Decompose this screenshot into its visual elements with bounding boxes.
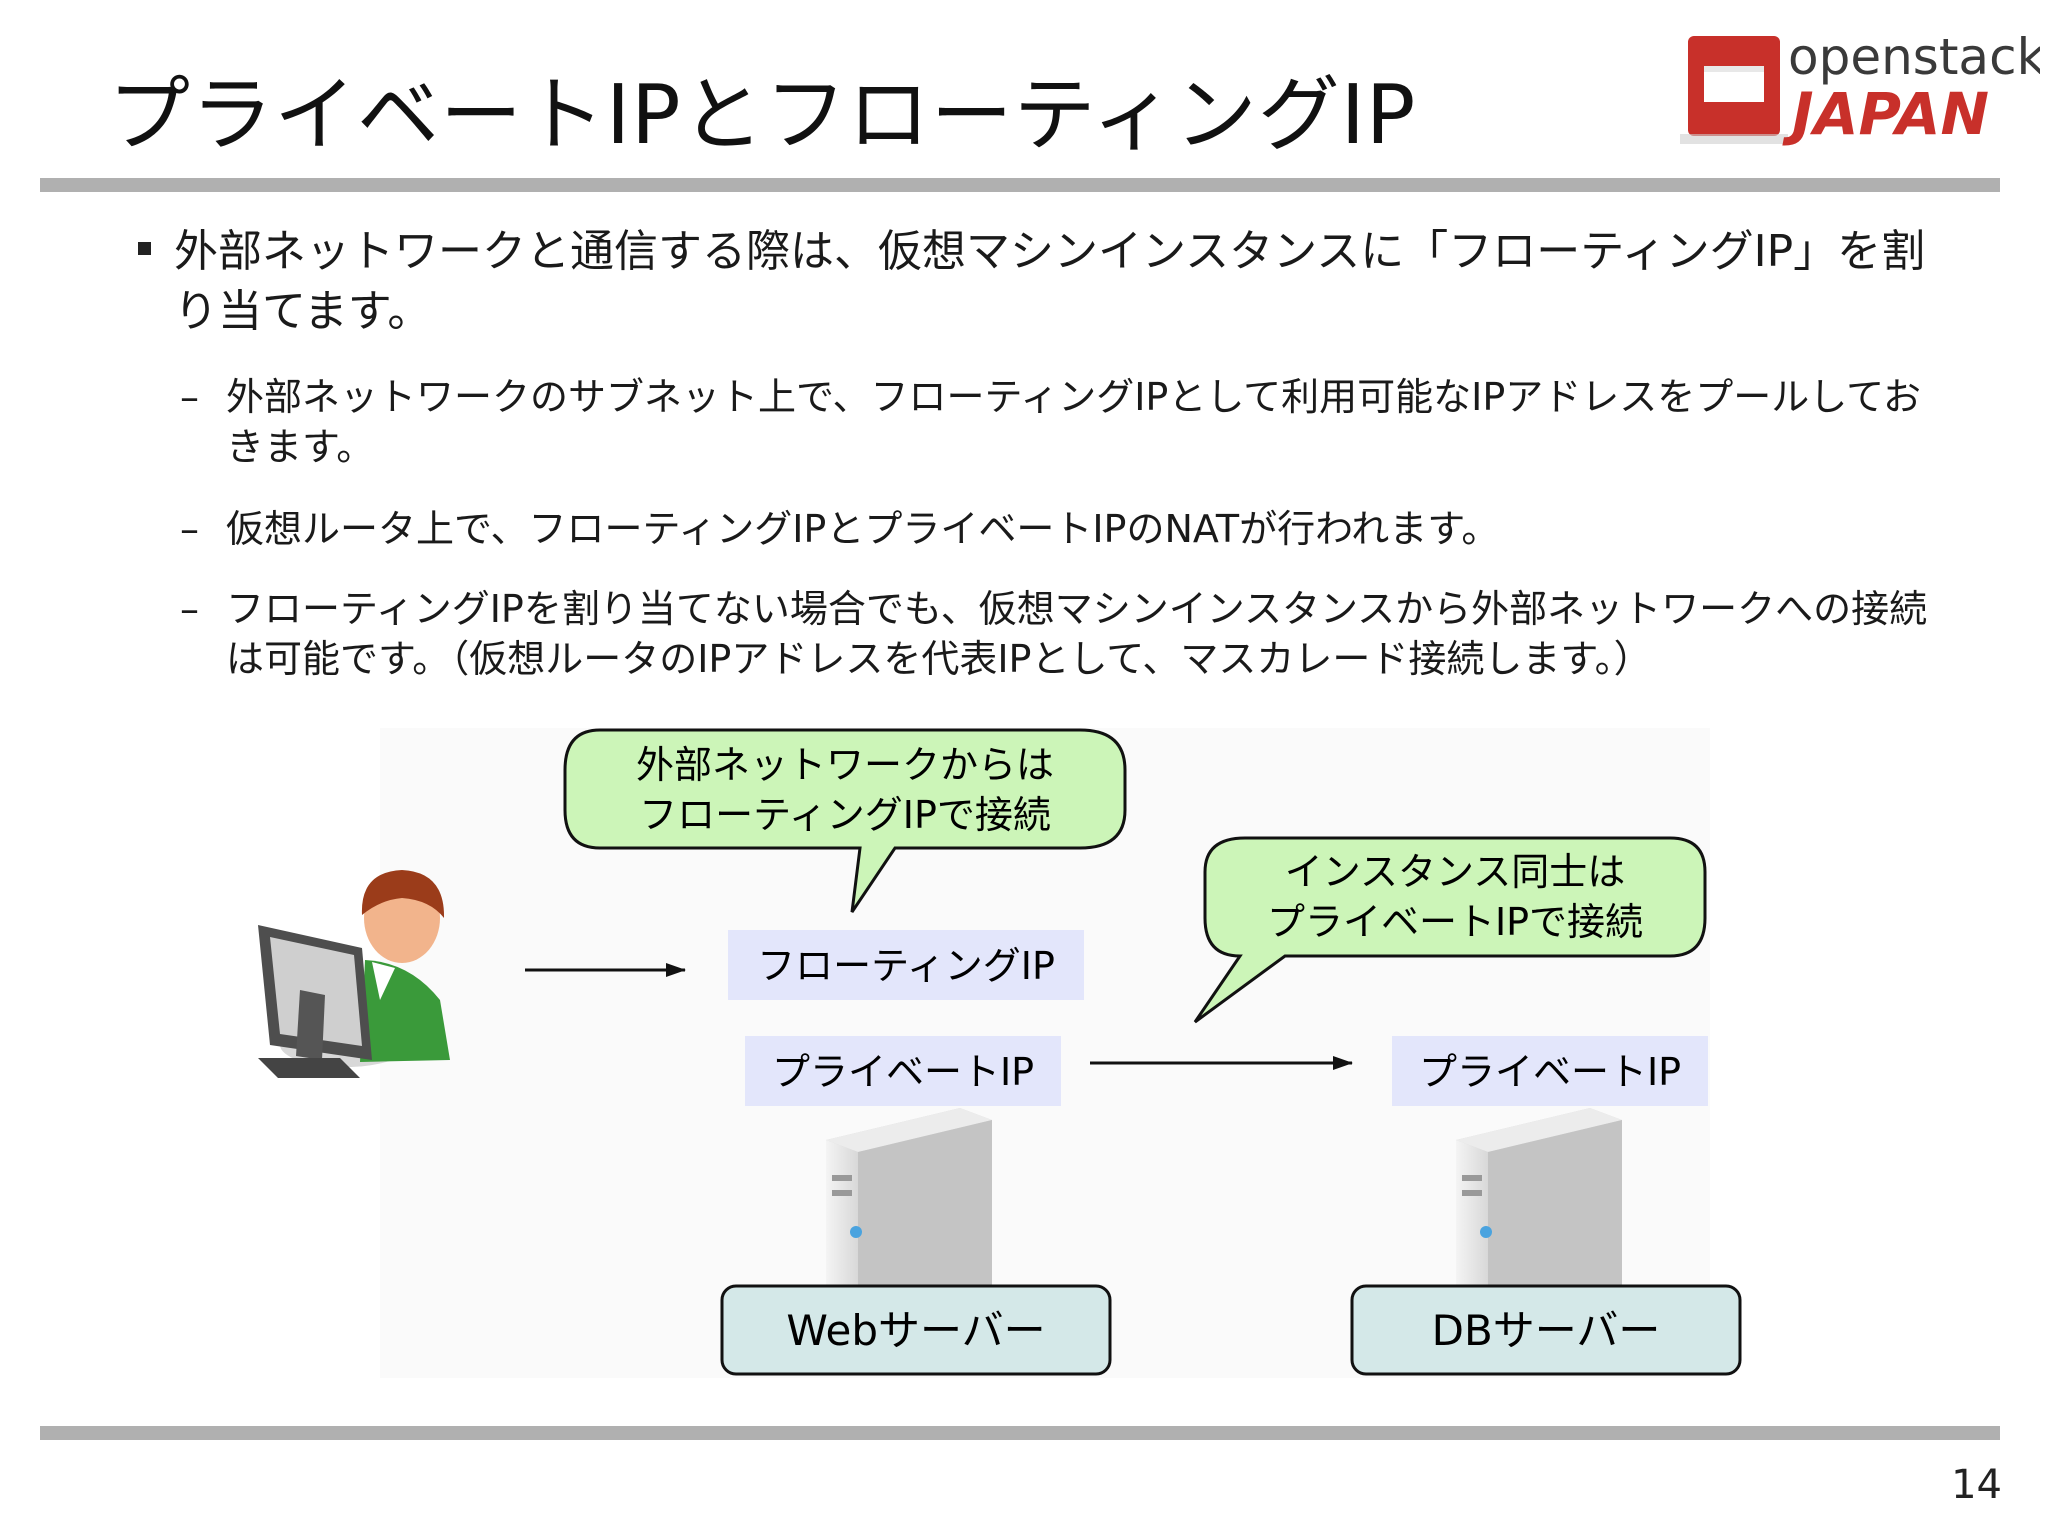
floating-ip-text: フローティングIP (757, 944, 1055, 988)
db-server-icon (1456, 1108, 1622, 1300)
callout-external: 外部ネットワークからは フローティングIPで接続 (563, 728, 1127, 913)
logo-openstack-text: openstack (1788, 28, 2040, 86)
dash-bullet-icon: – (180, 507, 199, 551)
logo-japan-text: JAPAN (1782, 80, 1989, 148)
dash-bullet-icon: – (180, 375, 199, 419)
db-private-ip-text: プライベートIP (1419, 1050, 1681, 1094)
web-private-ip-text: プライベートIP (772, 1050, 1034, 1094)
callout-instances-line2: プライベートIPで接続 (1267, 900, 1643, 944)
openstack-logo-mark (1680, 36, 1788, 144)
main-bullet-text: 外部ネットワークと通信する際は、仮想マシンインスタンスに「フローティングIP」を… (174, 226, 1926, 337)
db-server-text: DBサーバー (1432, 1306, 1661, 1355)
sub-bullet-text: 外部ネットワークのサブネット上で、フローティングIPとして利用可能なIPアドレス… (226, 375, 1922, 469)
db-private-ip-label: プライベートIP (1392, 1036, 1708, 1106)
user-computer-icon (258, 870, 450, 1078)
floating-ip-label: フローティングIP (728, 930, 1084, 1000)
sub-bullet: – 仮想ルータ上で、フローティングIPとプライベートIPのNATが行われます。 (180, 504, 1950, 554)
slide-title: プライベートIPとフローティングIP (108, 68, 1417, 163)
title-divider (40, 178, 2000, 192)
square-bullet-icon (138, 242, 151, 255)
dash-bullet-icon: – (180, 587, 199, 631)
network-diagram: 外部ネットワークからは フローティングIPで接続 インスタンス同士は プライベー… (258, 728, 1742, 1378)
web-server-text: Webサーバー (786, 1306, 1045, 1355)
page-number: 14 (1951, 1462, 2002, 1508)
callout-external-line1: 外部ネットワークからは (636, 743, 1054, 787)
web-server-label: Webサーバー (720, 1284, 1112, 1376)
sub-bullet-text: フローティングIPを割り当てない場合でも、仮想マシンインスタンスから外部ネットワ… (226, 587, 1928, 681)
openstack-japan-logo: openstack JAPAN (1680, 28, 2040, 148)
main-bullet: 外部ネットワークと通信する際は、仮想マシンインスタンスに「フローティングIP」を… (130, 222, 1960, 342)
sub-bullet: – フローティングIPを割り当てない場合でも、仮想マシンインスタンスから外部ネッ… (180, 584, 1950, 684)
callout-instances-line1: インスタンス同士は (1285, 850, 1625, 894)
sub-bullet: – 外部ネットワークのサブネット上で、フローティングIPとして利用可能なIPアド… (180, 372, 1950, 472)
callout-external-line2: フローティングIPで接続 (639, 793, 1051, 837)
web-server-icon (826, 1108, 992, 1300)
sub-bullet-text: 仮想ルータ上で、フローティングIPとプライベートIPのNATが行われます。 (226, 507, 1500, 551)
db-server-label: DBサーバー (1350, 1284, 1742, 1376)
callout-instances: インスタンス同士は プライベートIPで接続 (1193, 836, 1707, 1024)
footer-divider (40, 1426, 2000, 1440)
web-private-ip-label: プライベートIP (745, 1036, 1061, 1106)
